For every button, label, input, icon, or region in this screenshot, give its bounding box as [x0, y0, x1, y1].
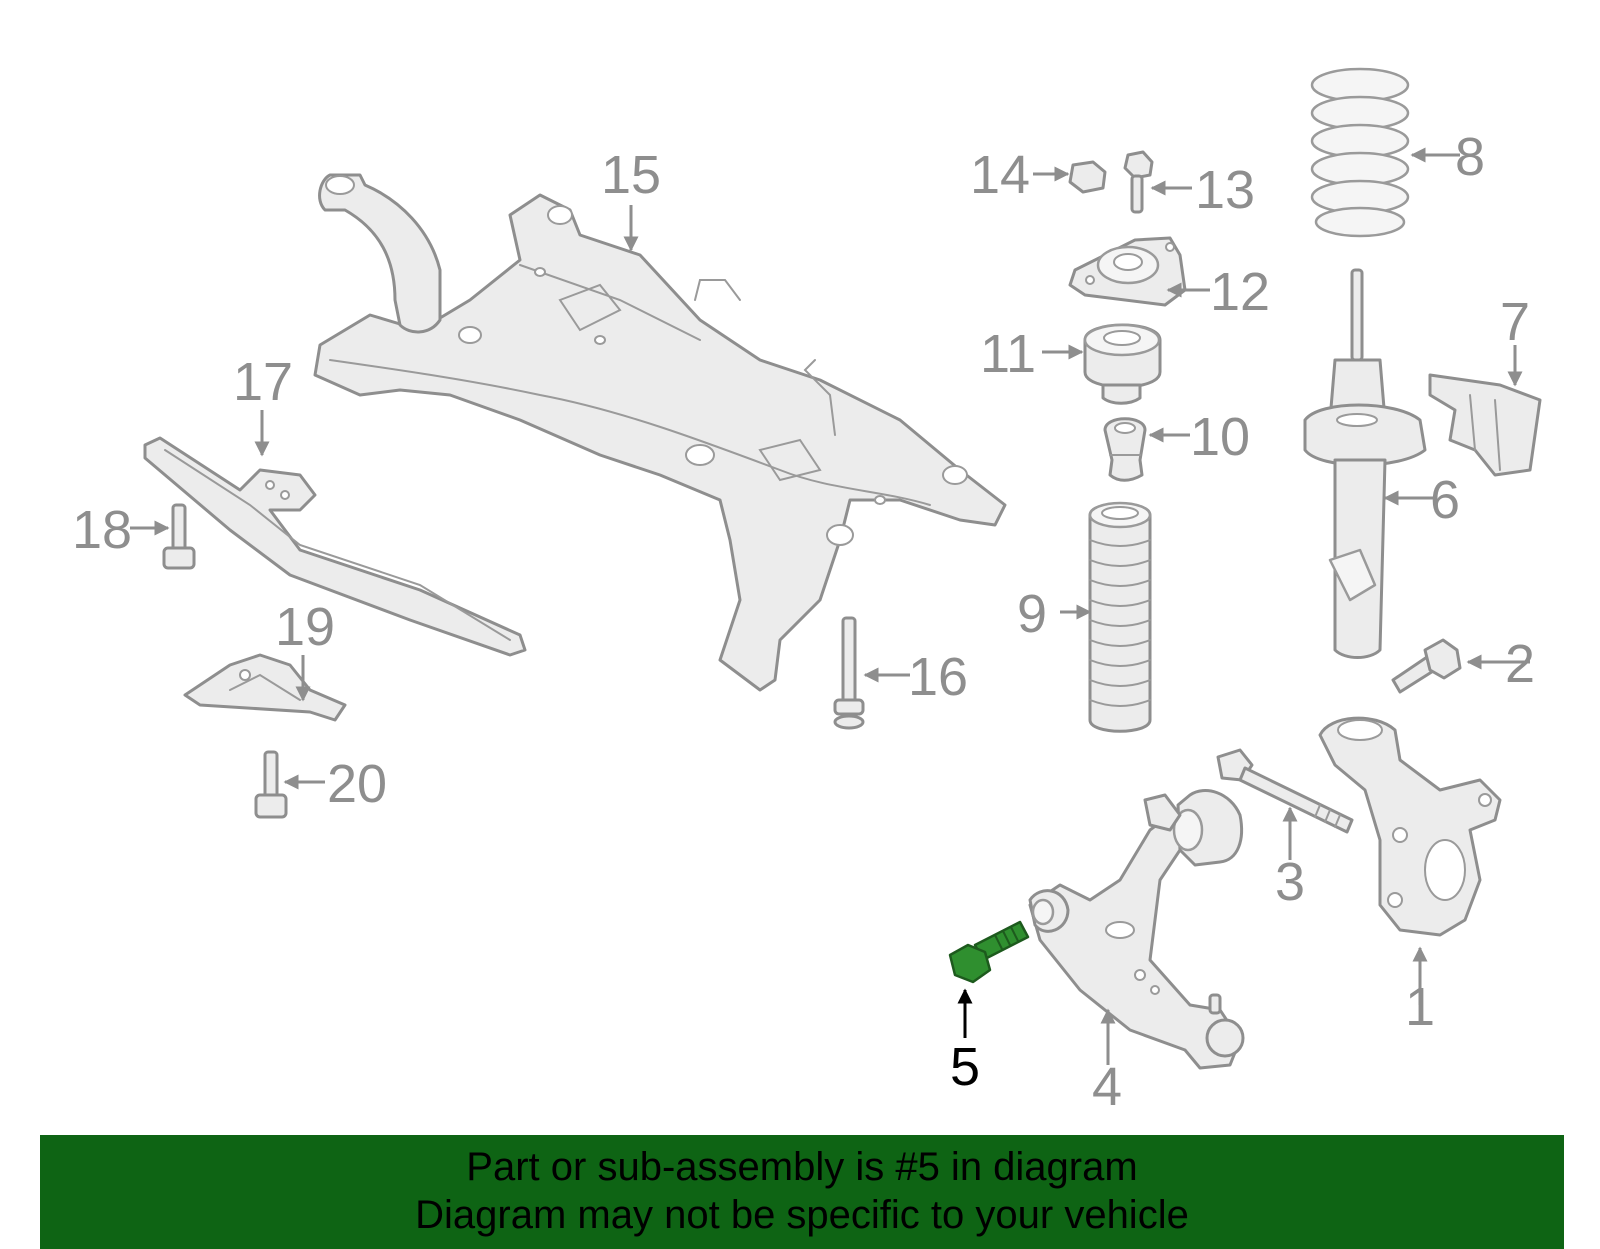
callout-8[interactable]: 8 [1455, 127, 1485, 187]
callout-13[interactable]: 13 [1195, 160, 1255, 220]
part-14-nut[interactable] [1068, 160, 1107, 194]
part-2-bolt[interactable] [1391, 638, 1462, 694]
part-16-bolt[interactable] [833, 616, 865, 730]
callout-17[interactable]: 17 [233, 352, 293, 412]
part-12-strut-mount[interactable] [1068, 236, 1187, 307]
part-4-control-arm[interactable] [1028, 789, 1245, 1070]
part-17-crossmember[interactable] [143, 436, 527, 657]
callout-12[interactable]: 12 [1210, 262, 1270, 322]
callout-3[interactable]: 3 [1275, 852, 1305, 912]
part-8-coil-spring[interactable] [1310, 67, 1410, 238]
callout-1[interactable]: 1 [1405, 977, 1435, 1037]
callout-leaders [130, 147, 1530, 1065]
part-20-bolt[interactable] [254, 750, 288, 819]
banner-line-disclaimer: Diagram may not be specific to your vehi… [415, 1193, 1189, 1237]
part-18-bolt[interactable] [162, 503, 196, 570]
part-1-steering-knuckle[interactable] [1318, 716, 1502, 937]
part-9-dust-boot[interactable] [1088, 501, 1152, 733]
part-7-bracket[interactable] [1428, 373, 1542, 477]
part-11-bearing[interactable] [1083, 323, 1162, 405]
callout-14[interactable]: 14 [970, 145, 1030, 205]
callout-6[interactable]: 6 [1430, 470, 1460, 530]
part-19-bracket[interactable] [183, 653, 347, 722]
callout-5[interactable]: 5 [950, 1037, 980, 1097]
part-3-bolt[interactable] [1216, 748, 1354, 834]
part-15-subframe[interactable] [313, 173, 1007, 692]
banner-line-part: Part or sub-assembly is #5 in diagram [466, 1145, 1138, 1189]
callout-16[interactable]: 16 [908, 647, 968, 707]
part-13-bolt[interactable] [1123, 150, 1154, 214]
part-6-strut[interactable] [1303, 268, 1427, 659]
callout-numbers: 1 2 3 4 5 6 7 8 9 10 11 12 13 14 15 16 1… [72, 127, 1535, 1117]
callout-19[interactable]: 19 [275, 597, 335, 657]
info-banner: Part or sub-assembly is #5 in diagram Di… [40, 1135, 1564, 1249]
callout-20[interactable]: 20 [327, 754, 387, 814]
callout-2[interactable]: 2 [1505, 634, 1535, 694]
callout-11[interactable]: 11 [980, 324, 1036, 384]
callout-15[interactable]: 15 [601, 145, 661, 205]
callout-9[interactable]: 9 [1017, 584, 1047, 644]
callout-4[interactable]: 4 [1092, 1057, 1122, 1117]
callout-10[interactable]: 10 [1190, 407, 1250, 467]
part-10-bump-stop[interactable] [1103, 417, 1147, 482]
callout-18[interactable]: 18 [72, 500, 132, 560]
callout-7[interactable]: 7 [1500, 292, 1530, 352]
part-5-bolt-highlighted[interactable] [948, 920, 1030, 984]
